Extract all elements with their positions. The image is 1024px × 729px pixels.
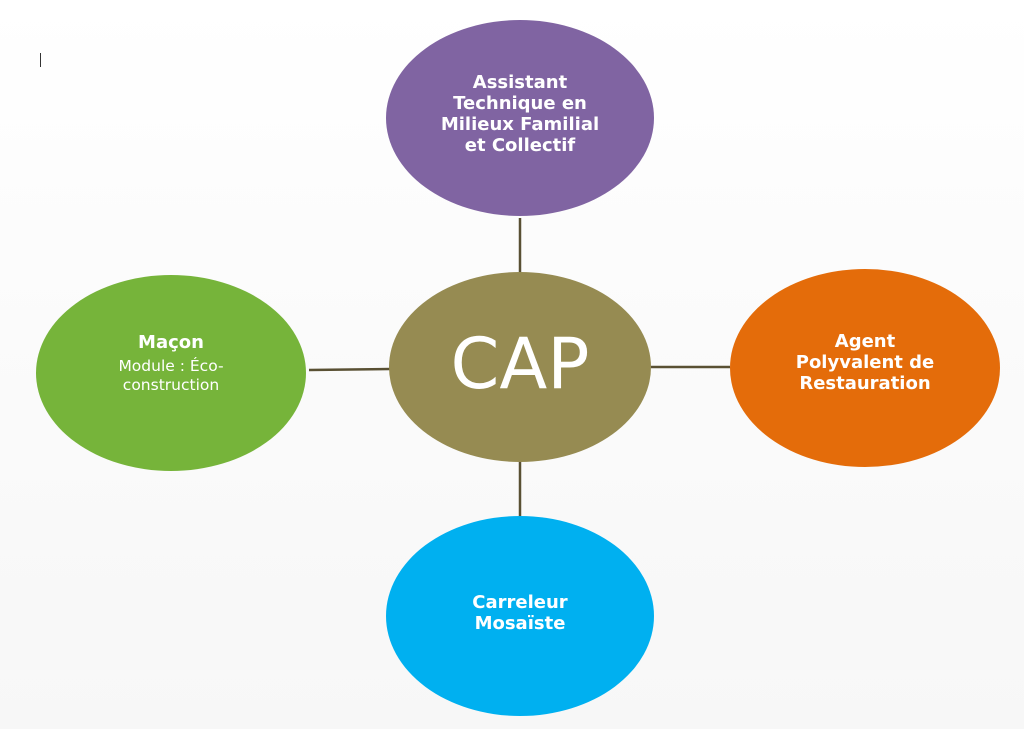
node-cap-center: CAP	[389, 272, 651, 462]
text-cursor	[40, 53, 41, 67]
center-label: CAP	[450, 323, 590, 405]
node-agent-polyvalent: Agent Polyvalent de Restauration	[730, 269, 1000, 467]
node-left-title: Maçon	[138, 331, 204, 353]
connector-left	[308, 367, 391, 372]
node-carreleur-mosaiste: Carreleur Mosaïste	[386, 516, 654, 716]
node-right-title: Agent Polyvalent de Restauration	[795, 330, 935, 394]
node-left-subtitle: Module : Éco- construction	[118, 356, 224, 394]
node-top-title: Assistant Technique en Milieux Familial …	[440, 72, 600, 156]
node-assistant-technique: Assistant Technique en Milieux Familial …	[386, 20, 654, 216]
node-bottom-title: Carreleur Mosaïste	[472, 592, 568, 634]
node-macon: Maçon Module : Éco- construction	[36, 275, 306, 471]
